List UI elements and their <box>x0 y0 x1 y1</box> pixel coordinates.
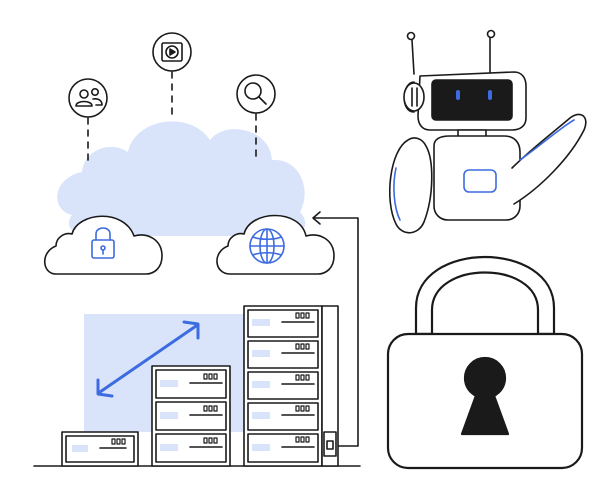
globe-icon <box>249 228 285 264</box>
robot-chest-panel <box>463 169 497 193</box>
user-group-icon <box>68 78 108 118</box>
search-icon <box>236 74 276 114</box>
server-side-panel <box>321 305 339 467</box>
cloud-backdrop <box>57 121 306 236</box>
server-rack-medium <box>151 365 231 467</box>
transfer-arrow <box>96 320 200 398</box>
lock-cloud <box>43 215 163 275</box>
padlock <box>386 256 584 470</box>
network-connector <box>313 217 359 447</box>
video-player-icon <box>152 32 192 72</box>
robot <box>389 29 587 234</box>
server-rack-tall <box>243 305 323 467</box>
server-rack-small <box>61 431 139 467</box>
arrow-head <box>312 211 321 225</box>
robot-face-screen <box>431 79 513 121</box>
lock-small-icon <box>91 239 115 259</box>
globe-cloud <box>216 214 335 275</box>
